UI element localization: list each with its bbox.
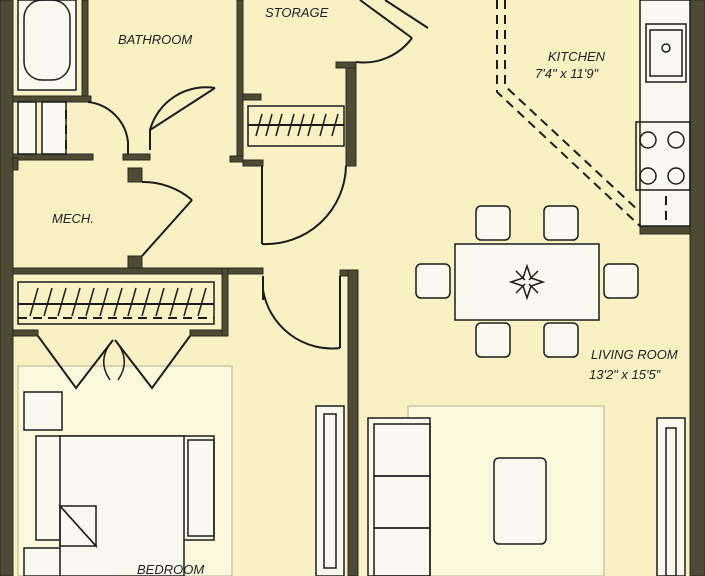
bathroom-door-leaf [149,87,216,131]
kitchen-counter [635,0,691,227]
dining-set [415,205,639,358]
bedroom-closet [17,281,215,390]
bed [23,391,215,576]
label-living-room-size: 13'2" x 15'5" [589,367,662,382]
bathroom-door [149,86,216,150]
interior-walls [12,0,691,576]
mech-door [141,180,193,257]
bedroom-door [262,276,341,350]
label-kitchen: KITCHEN [548,49,606,64]
label-kitchen-size: 7'4" x 11'9" [535,66,599,81]
kitchen-soffit [496,0,641,227]
storage-door [355,0,429,64]
label-bedroom: BEDROOM [137,562,204,576]
tv-console [656,417,686,576]
label-bathroom: BATHROOM [118,32,192,47]
bedroom-dresser [315,405,345,576]
bathroom-fixtures [17,101,129,155]
coffee-table [493,457,547,545]
label-storage: STORAGE [265,5,329,20]
sofa [367,417,431,576]
label-mech: MECH. [52,211,94,226]
label-living-room: LIVING ROOM [591,347,678,362]
bathtub [17,0,77,91]
hall-closet [247,105,347,246]
